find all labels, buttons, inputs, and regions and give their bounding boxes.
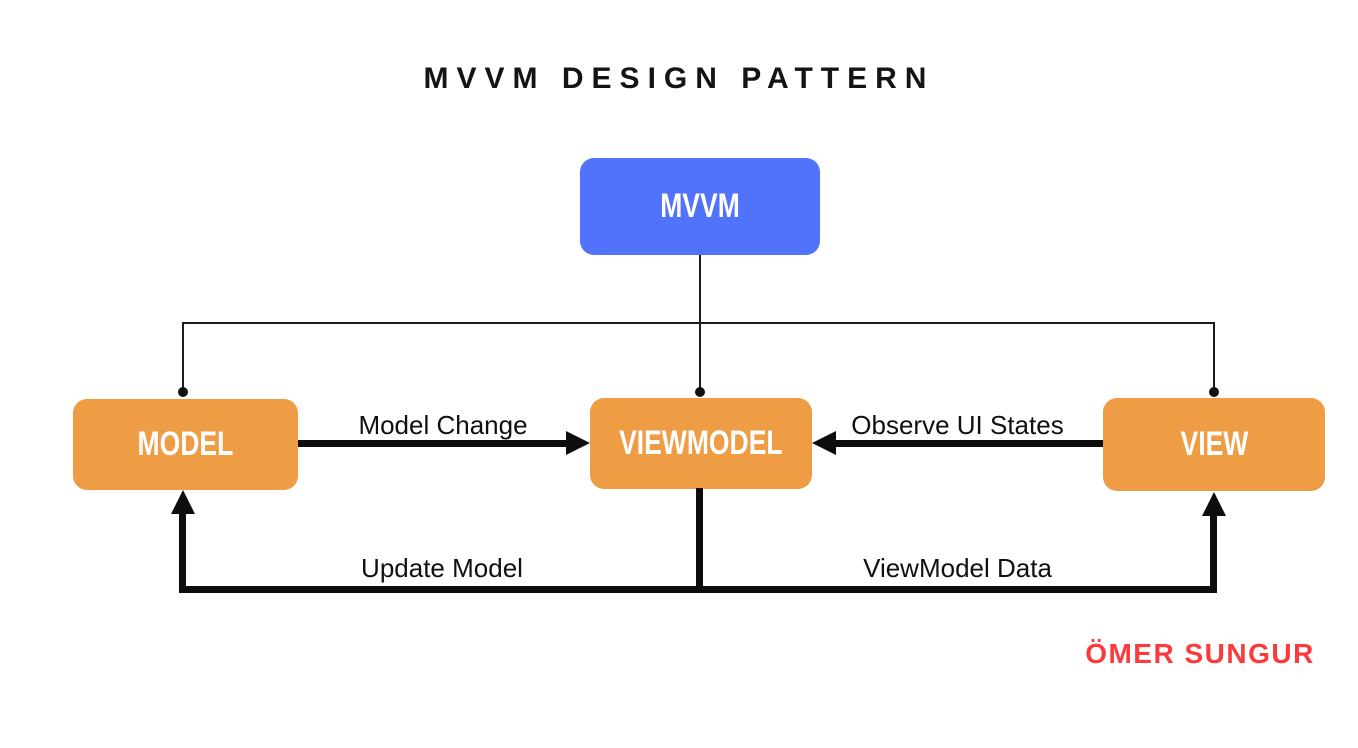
arrow-viewmodel-data-shaft [1210,514,1217,593]
arrow-loop-viewmodel-down [696,488,703,593]
arrow-observe-ui-states-head-icon [812,431,836,455]
arrow-update-model-shaft [179,512,186,593]
connector-view-drop [1213,322,1215,390]
connector-dot-view [1209,387,1219,397]
node-mvvm-label: MVVM [660,187,740,225]
author-signature: ÖMER SUNGUR [1085,638,1315,669]
connector-dot-viewmodel [695,387,705,397]
node-viewmodel: VIEWMODEL [590,398,812,489]
arrow-model-change-shaft [298,440,568,447]
node-view: VIEW [1103,398,1325,491]
edge-label-update-model: Update Model [361,553,523,583]
connector-horizontal [182,322,1215,324]
arrow-observe-ui-states-shaft [836,440,1103,447]
connector-mvvm-drop [699,255,701,324]
arrow-model-change-head-icon [566,431,590,455]
node-mvvm: MVVM [580,158,820,255]
arrow-update-model-head-icon [171,490,195,514]
edge-label-viewmodel-data: ViewModel Data [863,553,1052,583]
connector-dot-model [178,387,188,397]
connector-model-drop [182,322,184,390]
diagram-title: MVVM DESIGN PATTERN [423,62,935,95]
node-view-label: VIEW [1180,425,1248,463]
connector-viewmodel-drop [699,324,701,390]
node-viewmodel-label: VIEWMODEL [619,424,783,462]
edge-label-observe-ui-states: Observe UI States [851,410,1064,440]
node-model: MODEL [73,399,298,490]
arrow-viewmodel-data-head-icon [1202,492,1226,516]
edge-label-model-change: Model Change [358,410,528,440]
node-model-label: MODEL [137,425,234,463]
arrow-loop-horizontal [179,586,1217,593]
